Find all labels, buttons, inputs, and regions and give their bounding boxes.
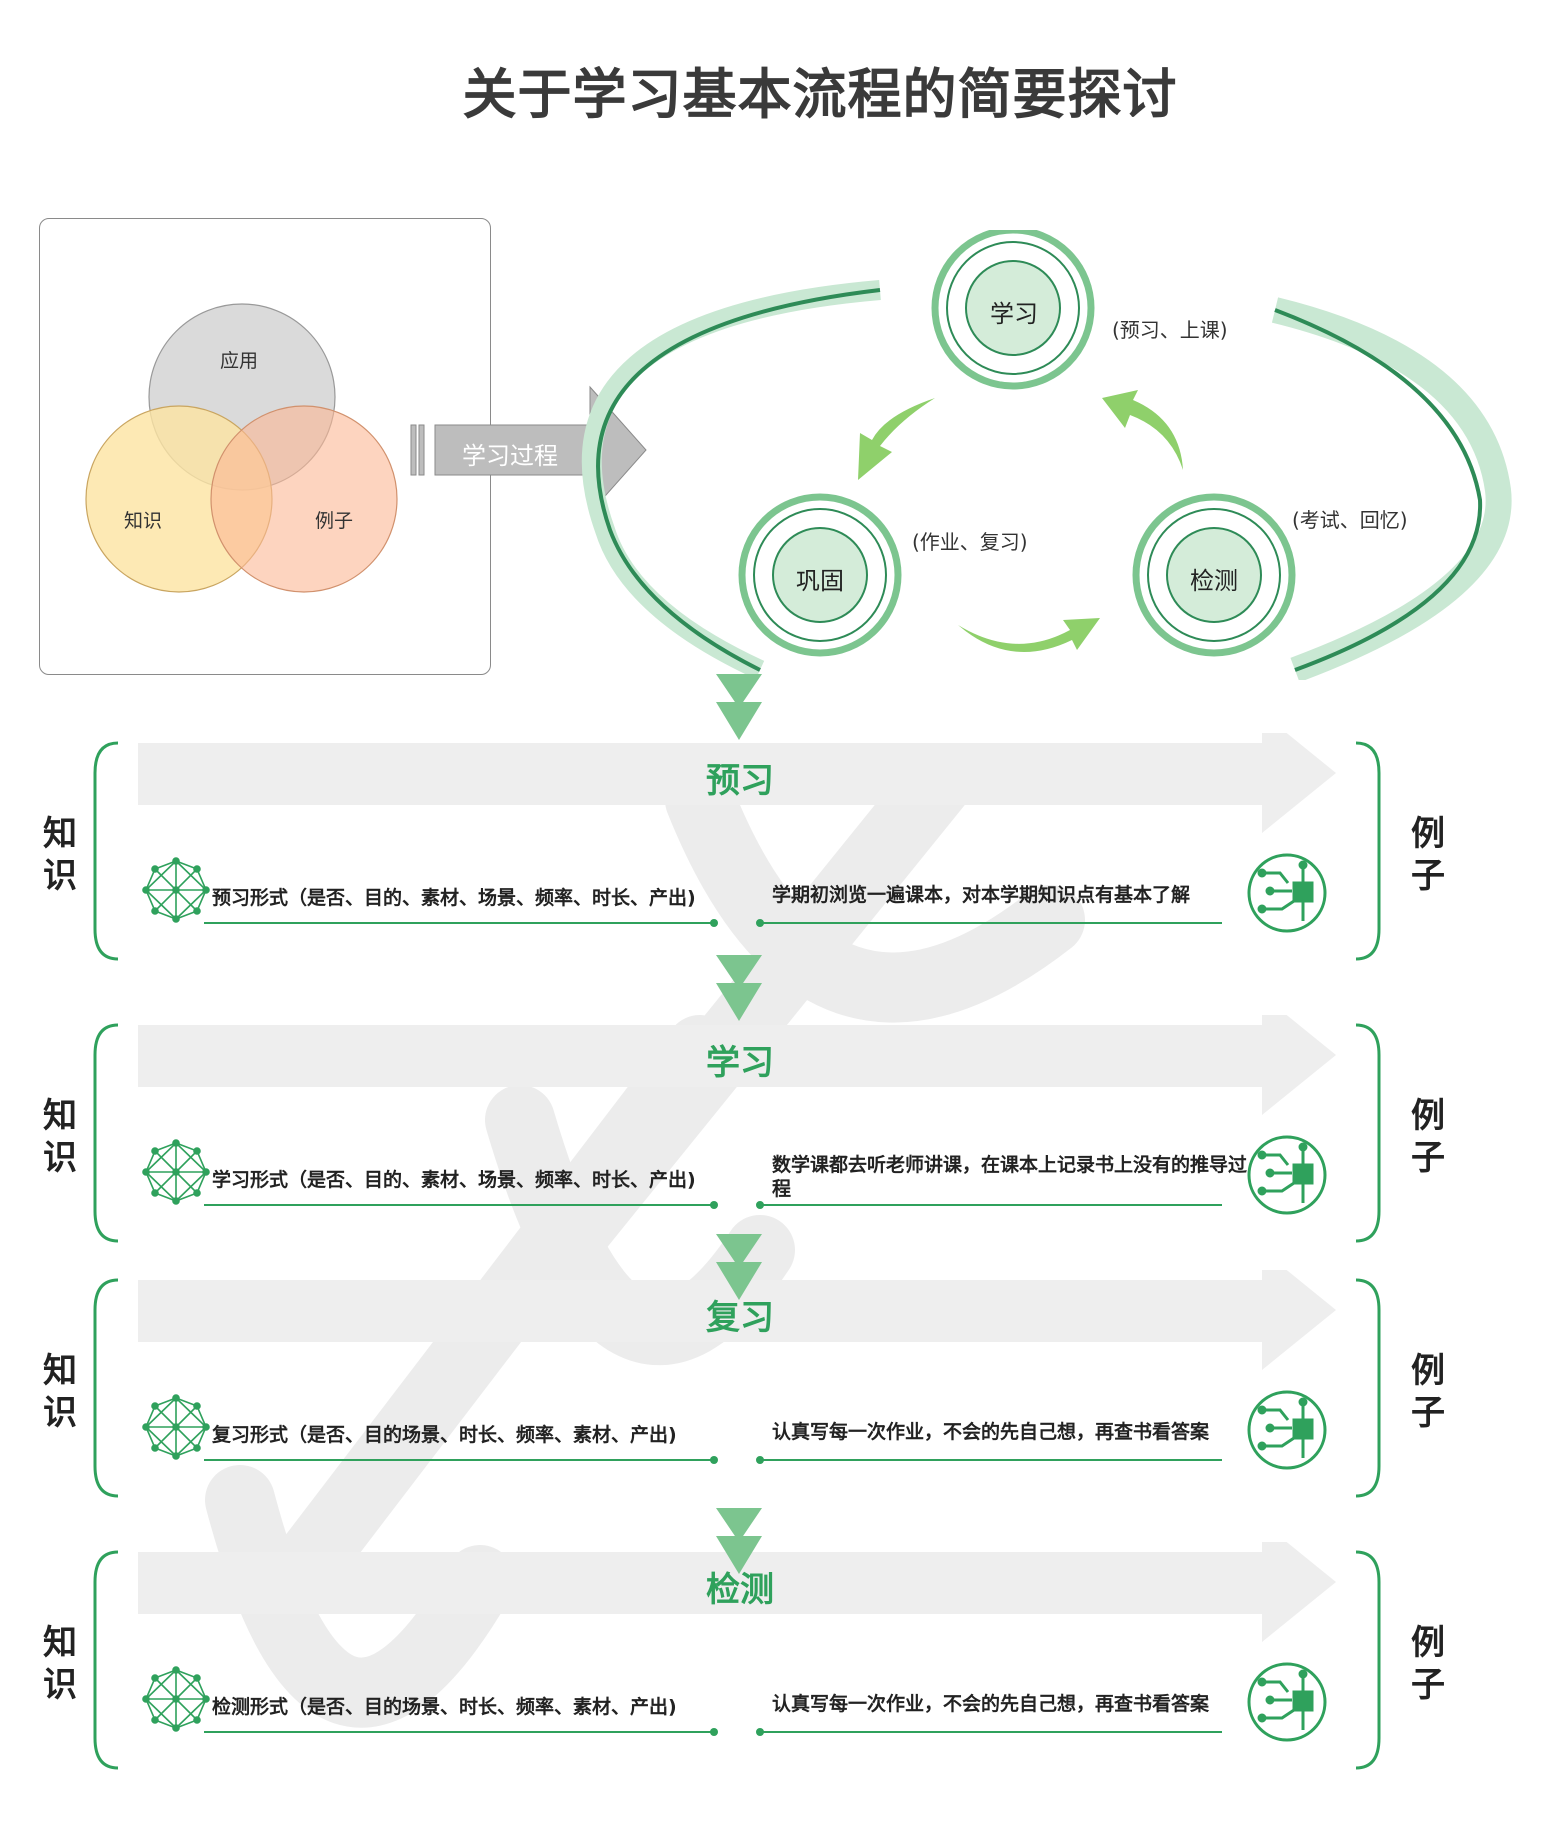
process-arrow-label: 学习过程 (462, 442, 558, 470)
right-bracket (1355, 1278, 1381, 1498)
process-section: 预习知识 例子预习形式（是否、目的、素材、场景、频率、时长、产出) 学期初浏览一遍课… (0, 733, 1541, 969)
side-label-knowledge: 知识 (43, 1096, 77, 1178)
section-title: 学习 (706, 1043, 774, 1083)
section-form-text: 检测形式（是否、目的场景、时长、频率、素材、产出) (212, 1696, 677, 1718)
right-underline (762, 1204, 1222, 1206)
process-section: 复习知识 例子复习形式（是否、目的场景、时长、频率、素材、产出) 认真写每一次作业，… (0, 1270, 1541, 1506)
side-label-example: 例子 (1411, 1351, 1445, 1433)
right-bracket (1355, 1023, 1381, 1243)
left-underline (204, 1459, 712, 1461)
page-title: 关于学习基本流程的简要探讨 (462, 63, 1178, 126)
venn-label-knowledge: 知识 (124, 510, 163, 532)
down-arrow (716, 1508, 762, 1574)
section-banner-arrow (138, 1270, 1336, 1370)
circuit-chip-icon (1247, 853, 1327, 933)
section-title: 检测 (706, 1570, 774, 1610)
right-underline (762, 1459, 1222, 1461)
side-label-knowledge: 知识 (43, 1623, 77, 1705)
right-underline-dot (756, 1456, 764, 1464)
circuit-chip-icon (1247, 1135, 1327, 1215)
left-underline-dot (710, 1728, 718, 1736)
section-example-text: 认真写每一次作业，不会的先自己想，再查书看答案 (772, 1421, 1210, 1443)
left-bracket (93, 1023, 119, 1243)
left-underline-dot (710, 1456, 718, 1464)
right-underline (762, 922, 1222, 924)
section-graphics (93, 1542, 1381, 1770)
section-example-text: 认真写每一次作业，不会的先自己想，再查书看答案 (772, 1693, 1210, 1715)
left-bracket (93, 1550, 119, 1770)
network-icon (142, 857, 210, 923)
section-graphics (93, 1270, 1381, 1498)
left-underline (204, 1731, 712, 1733)
network-icon (142, 1139, 210, 1205)
cycle-label-learn: 学习 (990, 300, 1038, 328)
cycle-node-consolidate (738, 493, 902, 657)
side-label-example: 例子 (1411, 1096, 1445, 1178)
section-title: 复习 (706, 1298, 774, 1338)
learning-cycle-diagram (581, 230, 1512, 680)
circuit-chip-icon (1247, 1662, 1327, 1742)
network-icon (142, 1394, 210, 1460)
section-example-text: 数学课都去听老师讲课，在课本上记录书上没有的推导过程 (772, 1154, 1248, 1200)
section-graphics (93, 733, 1381, 961)
down-arrow (716, 955, 762, 1021)
venn-circles (85, 303, 398, 593)
right-underline-dot (756, 1728, 764, 1736)
cycle-note-learn: (预习、上课) (1112, 318, 1228, 342)
right-underline (762, 1731, 1222, 1733)
side-label-example: 例子 (1411, 814, 1445, 896)
section-banner-arrow (138, 733, 1336, 833)
section-banner-arrow (138, 1015, 1336, 1115)
circuit-chip-icon (1247, 1390, 1327, 1470)
left-underline-dot (710, 1201, 718, 1209)
cycle-note-consolidate: (作业、复习) (912, 530, 1028, 554)
right-underline-dot (756, 1201, 764, 1209)
process-section: 学习知识 例子学习形式（是否、目的、素材、场景、频率、时长、产出) 数学课都去听老师… (0, 1015, 1541, 1251)
venn-label-example: 例子 (315, 510, 354, 532)
process-section: 检测知识 例子检测形式（是否、目的场景、时长、频率、素材、产出) 认真写每一次作业，… (0, 1542, 1541, 1778)
section-form-text: 复习形式（是否、目的场景、时长、频率、素材、产出) (212, 1424, 677, 1446)
section-form-text: 学习形式（是否、目的、素材、场景、频率、时长、产出) (212, 1169, 696, 1191)
cycle-label-test: 检测 (1190, 567, 1238, 595)
right-bracket (1355, 741, 1381, 961)
down-arrow (716, 1234, 762, 1300)
cycle-node-learn (931, 230, 1095, 390)
down-arrow (716, 674, 762, 740)
section-form-text: 预习形式（是否、目的、素材、场景、频率、时长、产出) (212, 887, 696, 909)
section-banner-arrow (138, 1542, 1336, 1642)
right-bracket (1355, 1550, 1381, 1770)
section-title: 预习 (706, 761, 774, 801)
venn-label-application: 应用 (220, 350, 259, 372)
left-bracket (93, 1278, 119, 1498)
side-label-knowledge: 知识 (43, 1351, 77, 1433)
network-icon (142, 1666, 210, 1732)
venn-diagram-panel: 应用 知识 例子 (39, 218, 491, 675)
cycle-note-test: (考试、回忆) (1292, 508, 1408, 532)
side-label-example: 例子 (1411, 1623, 1445, 1705)
section-graphics (93, 1015, 1381, 1243)
cycle-label-consolidate: 巩固 (796, 567, 844, 595)
left-bracket (93, 741, 119, 961)
venn-circle-example (210, 405, 398, 593)
left-underline (204, 922, 712, 924)
right-underline-dot (756, 919, 764, 927)
section-example-text: 学期初浏览一遍课本，对本学期知识点有基本了解 (772, 884, 1191, 906)
left-underline-dot (710, 919, 718, 927)
cycle-node-test (1132, 493, 1296, 657)
side-label-knowledge: 知识 (43, 814, 77, 896)
left-underline (204, 1204, 712, 1206)
